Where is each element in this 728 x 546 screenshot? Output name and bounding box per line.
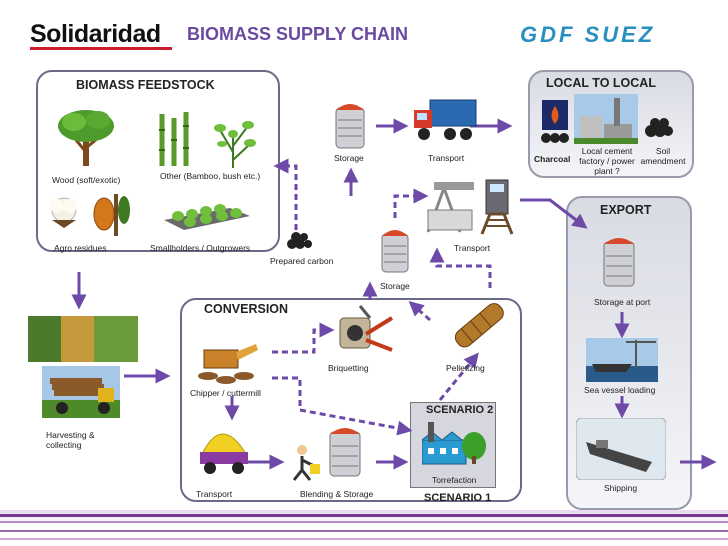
conversion-title: CONVERSION xyxy=(204,302,289,316)
top-transport-label: Transport xyxy=(428,153,465,163)
other-label: Other (Bamboo, bush etc.) xyxy=(160,171,261,181)
pellet-icon xyxy=(454,303,504,348)
blending-label: Blending & Storage xyxy=(300,489,374,499)
harvesting-label: Harvesting & collecting xyxy=(46,430,95,450)
silo-icon xyxy=(329,428,361,477)
crane-ship-icon xyxy=(586,338,658,382)
mid-storage-label: Storage xyxy=(380,281,410,291)
factory-label: Local cement factory / power plant ? xyxy=(579,146,635,176)
ship-icon xyxy=(576,418,666,480)
silo-icon xyxy=(335,104,365,149)
briquette-press-icon xyxy=(339,305,394,352)
pelletizing-label: Pelletizing xyxy=(446,363,485,373)
bamboo-icon xyxy=(159,112,189,166)
local-title: LOCAL TO LOCAL xyxy=(546,76,656,90)
logging-truck-icon xyxy=(42,366,120,418)
cocoa-icon xyxy=(93,194,130,236)
agro-label: Agro residues xyxy=(54,243,107,253)
torrefaction-label: Torrefaction xyxy=(432,475,477,485)
top-storage-label: Storage xyxy=(334,153,364,163)
chipper-label: Chipper / cuttermill xyxy=(190,388,261,398)
arrow-train-to-export xyxy=(520,198,588,229)
soil-amendment-icon xyxy=(645,118,673,137)
feedstock-box xyxy=(36,70,280,252)
tree-icon xyxy=(58,110,114,166)
harvest-photo-icon xyxy=(28,316,138,362)
charcoal-icon xyxy=(287,232,312,249)
soil-label: Soil amendment xyxy=(640,146,686,166)
dump-truck-icon xyxy=(200,433,248,474)
silo-icon xyxy=(381,230,409,273)
scenario1-label: SCENARIO 1 xyxy=(424,492,492,504)
gdf-suez-logo: GDF SUEZ xyxy=(520,22,656,47)
cement-factory-icon xyxy=(574,94,638,144)
silo-icon xyxy=(603,238,635,287)
train-icon xyxy=(480,179,514,235)
cotton-icon xyxy=(50,197,77,228)
briquetting-label: Briquetting xyxy=(328,363,369,373)
charcoal-label: Charcoal xyxy=(534,154,571,164)
charcoal-burner-icon xyxy=(541,100,569,143)
worker-icon xyxy=(292,445,320,481)
page-title: BIOMASS SUPPLY CHAIN xyxy=(187,24,409,44)
arrow-pellet-to-storage xyxy=(408,301,431,322)
shrub-icon xyxy=(214,121,256,168)
logo-bar-icon xyxy=(30,47,172,50)
export-title: EXPORT xyxy=(600,203,652,217)
prepared-carbon-label: Prepared carbon xyxy=(270,256,334,266)
storage-port-label: Storage at port xyxy=(594,297,651,307)
mid-transport-label: Transport xyxy=(454,243,491,253)
arrow-carbon-to-storage xyxy=(273,158,298,230)
conv-transport-label: Transport xyxy=(196,489,233,499)
footer-stripe-3 xyxy=(0,530,728,532)
solidaridad-logo: Solidaridad xyxy=(30,20,176,50)
torrefaction-plant-icon xyxy=(422,422,486,465)
truck-icon xyxy=(414,99,477,140)
footer-stripe-1 xyxy=(0,514,728,517)
crane-icon xyxy=(426,182,474,233)
arrow-chipper-to-torrefaction xyxy=(272,376,413,436)
footer-stripe-4 xyxy=(0,538,728,540)
scenario2-label: SCENARIO 2 xyxy=(426,404,494,416)
arrow-storage-to-train xyxy=(393,188,429,218)
feedstock-title: BIOMASS FEEDSTOCK xyxy=(76,78,215,92)
arrow-chipper-to-briquetting xyxy=(272,322,335,354)
arrow-pellet-to-transport xyxy=(429,247,492,288)
shipping-label: Shipping xyxy=(604,483,638,493)
seedling-tray-icon xyxy=(164,204,250,230)
chipper-icon xyxy=(198,344,258,384)
wood-label: Wood (soft/exotic) xyxy=(52,175,121,185)
smallholders-label: Smallholders / Outgrowers xyxy=(150,243,251,253)
footer-stripe-2 xyxy=(0,521,728,523)
loading-label: Sea vessel loading xyxy=(584,385,656,395)
